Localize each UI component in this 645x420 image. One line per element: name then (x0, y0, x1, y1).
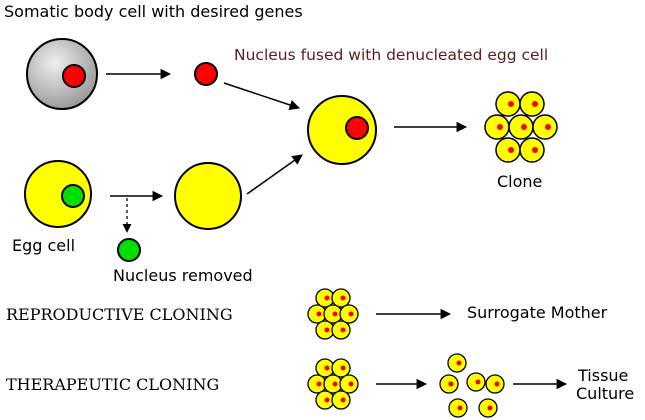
label-removed: Nucleus removed (113, 266, 253, 285)
arrow-denucleated-to-fused (246, 154, 303, 195)
label-fused: Nucleus fused with denucleated egg cell (234, 46, 549, 64)
arrow-nucleus-to-fused (223, 82, 300, 110)
label-surrogate: Surrogate Mother (467, 303, 608, 322)
clone-cluster (484, 91, 558, 163)
reproductive-cluster (307, 288, 359, 340)
label-therapeutic: THERAPEUTIC CLONING (6, 375, 220, 394)
extracted-nucleus (194, 62, 218, 86)
label-somatic: Somatic body cell with desired genes (4, 2, 303, 21)
therapeutic-cluster (307, 358, 359, 410)
somatic-cell (26, 38, 98, 110)
fused-cell (307, 95, 377, 165)
label-culture: Culture (576, 384, 635, 403)
egg-cell (24, 160, 92, 228)
somatic-nucleus (62, 64, 86, 88)
removed-nucleus (117, 238, 141, 262)
fused-nucleus (345, 116, 369, 140)
egg-nucleus (61, 184, 85, 208)
label-reproductive: REPRODUCTIVE CLONING (6, 305, 233, 324)
label-tissue: Tissue (578, 366, 629, 385)
label-egg: Egg cell (12, 236, 76, 255)
denucleated-egg (174, 162, 242, 230)
separated-cells (439, 353, 505, 418)
label-clone: Clone (497, 172, 543, 191)
